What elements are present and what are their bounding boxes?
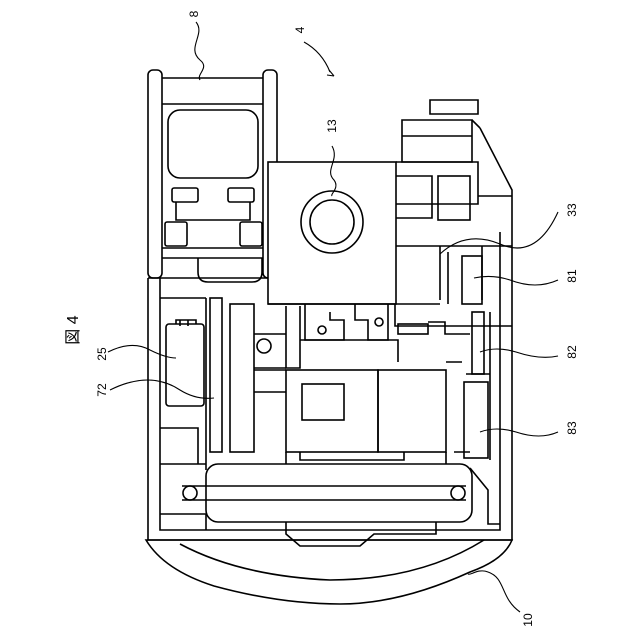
label-8: 8	[187, 10, 201, 17]
label-82: 82	[565, 345, 579, 359]
left-column	[160, 298, 286, 464]
label-33: 33	[565, 203, 579, 217]
label-13: 13	[325, 119, 339, 133]
label-72: 72	[95, 383, 109, 397]
figure-caption: 図 4	[65, 315, 82, 344]
label-4: 4	[293, 26, 307, 33]
roller-assembly	[160, 464, 500, 546]
component-81	[448, 252, 482, 304]
bottom-bumper-10	[146, 540, 512, 604]
center-block-13	[268, 162, 396, 304]
center-clips	[286, 304, 470, 368]
reference-labels: 8 4 13 33 81 82 83 25 72 10	[95, 10, 579, 626]
label-81: 81	[565, 269, 579, 283]
handle-assembly-8	[148, 70, 277, 282]
lower-central-block	[254, 370, 446, 464]
label-83: 83	[565, 421, 579, 435]
upper-right-mechanism	[396, 100, 512, 300]
label-25: 25	[95, 347, 109, 361]
label-10: 10	[521, 613, 535, 627]
